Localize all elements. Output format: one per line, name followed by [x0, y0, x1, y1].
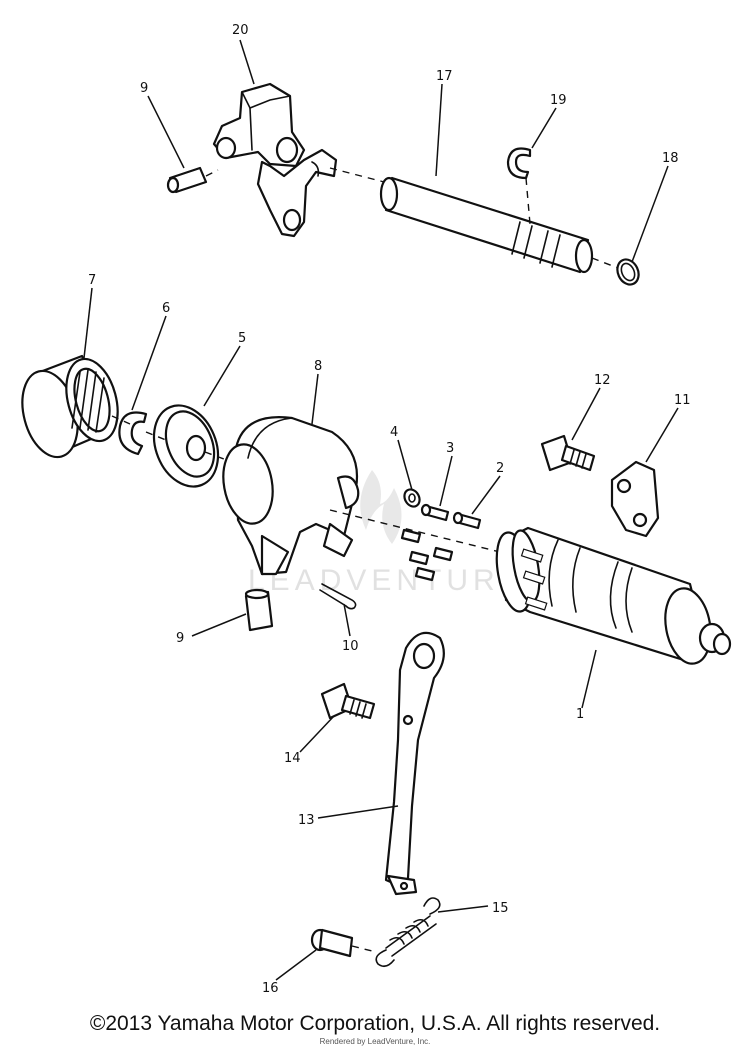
callout-13: 13 — [298, 813, 315, 828]
part-pin-9-lower — [244, 588, 274, 632]
part-pin-16 — [310, 928, 354, 958]
part-stopper-lever-13 — [384, 631, 445, 896]
callout-5: 5 — [238, 331, 246, 346]
part-stopper-plate-11 — [610, 460, 660, 538]
callout-8: 8 — [314, 359, 322, 374]
copyright-notice: ©2013 Yamaha Motor Corporation, U.S.A. A… — [89, 1012, 661, 1035]
leader-lines — [83, 39, 679, 981]
part-bolt-12 — [540, 434, 596, 472]
part-shift-drum-1 — [495, 526, 732, 665]
watermark-text: LEADVENTURE — [248, 564, 525, 597]
rendered-by-credit: Rendered by LeadVenture, Inc. — [319, 1037, 431, 1046]
part-spring-15 — [375, 897, 441, 968]
part-e-clip-6 — [118, 411, 148, 456]
callout-6: 6 — [162, 301, 170, 316]
callout-9-top: 9 — [140, 81, 148, 96]
part-e-clip-19 — [506, 147, 532, 180]
callout-12: 12 — [594, 373, 611, 388]
watermark: LEADVENTURE — [248, 470, 525, 597]
part-bearing-7 — [21, 354, 119, 459]
callout-3: 3 — [446, 441, 454, 456]
callout-7: 7 — [88, 273, 96, 288]
part-shift-fork-20 — [212, 82, 338, 238]
callout-18: 18 — [662, 151, 679, 166]
callout-11: 11 — [674, 393, 691, 408]
part-shift-shaft-17 — [379, 176, 594, 274]
part-pin-2 — [452, 511, 482, 530]
part-shift-fork-8 — [222, 416, 360, 576]
callout-16: 16 — [262, 981, 279, 996]
part-pins-group — [400, 528, 454, 582]
callout-9-lower: 9 — [176, 631, 184, 646]
callout-15: 15 — [492, 901, 509, 916]
part-washer-18 — [616, 258, 640, 286]
part-neutral-switch-4 — [403, 488, 421, 508]
callout-20: 20 — [232, 23, 249, 38]
callout-1: 1 — [576, 707, 584, 722]
callout-10: 10 — [342, 639, 359, 654]
part-washer-5 — [152, 404, 220, 488]
part-bolt-14 — [320, 682, 376, 720]
part-cotter-pin-10 — [319, 583, 357, 610]
callout-14: 14 — [284, 751, 301, 766]
part-pin-9-top — [166, 166, 208, 194]
callout-19: 19 — [550, 93, 567, 108]
callout-2: 2 — [496, 461, 504, 476]
callouts: 20 9 17 19 18 7 6 5 8 4 3 2 12 11 9 10 1… — [88, 23, 691, 996]
callout-4: 4 — [390, 425, 398, 440]
callout-17: 17 — [436, 69, 453, 84]
part-pin-3 — [420, 503, 450, 522]
